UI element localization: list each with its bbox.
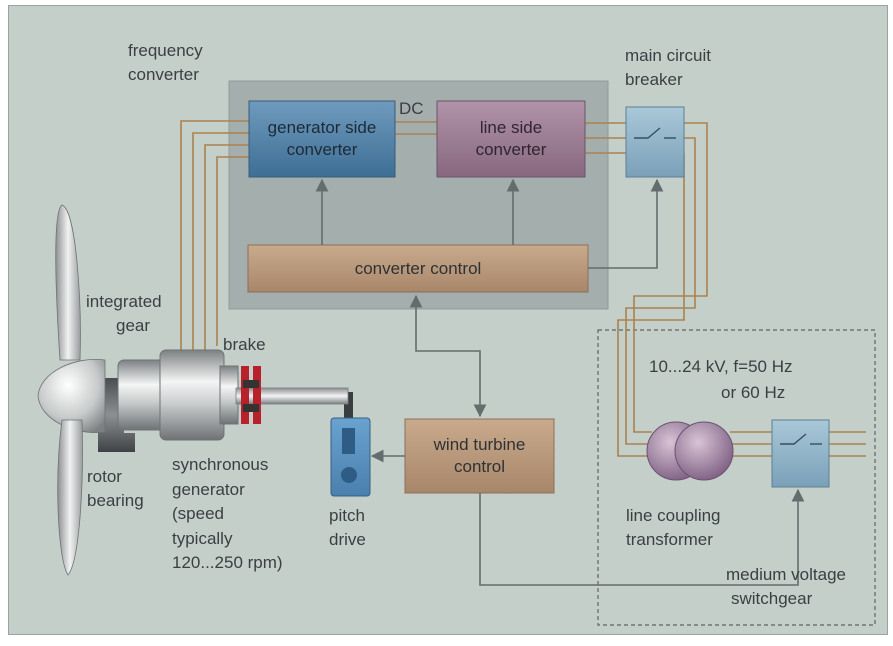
converter-control-box bbox=[247, 244, 589, 293]
converter-control-label: converter control bbox=[354, 258, 482, 278]
frequency-converter-line-2: converter bbox=[128, 65, 199, 84]
wind-turbine-control-box bbox=[404, 418, 555, 494]
wind-turbine-control-line-1: wind turbine bbox=[433, 435, 526, 454]
transformer-symbol bbox=[646, 421, 734, 481]
synchronous-generator-line-5: 120...250 rpm) bbox=[172, 553, 283, 572]
wind-turbine-control-label: wind turbine control bbox=[405, 419, 554, 493]
power-wires-left bbox=[180, 120, 249, 378]
medium-voltage-switchgear-line-1: medium voltage bbox=[726, 565, 847, 584]
synchronous-generator-label: synchronous generator (speed typically 1… bbox=[172, 453, 283, 576]
medium-voltage-switchgear-line-2: switchgear bbox=[731, 589, 813, 608]
power-wires-output bbox=[730, 431, 866, 457]
main-circuit-breaker-line-2: breaker bbox=[625, 70, 683, 89]
rotor-bearing-line-1: rotor bbox=[87, 467, 122, 486]
main-circuit-breaker-label: main circuit breaker bbox=[625, 44, 711, 92]
turbine-drivetrain bbox=[37, 204, 349, 576]
pitch-drive-label: pitch drive bbox=[329, 504, 366, 552]
rotor-bearing-label: rotor bearing bbox=[87, 465, 144, 513]
medium-voltage-switchgear-label: medium voltage switchgear bbox=[726, 563, 846, 611]
wind-turbine-control-line-2: control bbox=[453, 457, 506, 476]
main-circuit-breaker-line-1: main circuit bbox=[625, 46, 711, 65]
rotor-bearing-line-2: bearing bbox=[87, 491, 144, 510]
line-side-converter-label: line side converter bbox=[437, 101, 585, 177]
line-side-converter-box bbox=[436, 100, 586, 178]
generator-side-converter-label: generator side converter bbox=[249, 101, 395, 177]
integrated-gear-label: integrated gear bbox=[86, 290, 162, 338]
frequency-converter-label: frequency converter bbox=[128, 39, 203, 87]
generator-side-converter-box bbox=[248, 100, 396, 178]
integrated-gear-line-2: gear bbox=[116, 316, 151, 335]
medium-voltage-switchgear-box bbox=[771, 419, 830, 488]
integrated-gear-line-1: integrated bbox=[86, 292, 162, 311]
switchgear-switch-symbol bbox=[780, 433, 822, 445]
breaker-switch-symbol bbox=[634, 127, 676, 139]
synchronous-generator-line-2: generator bbox=[172, 479, 245, 499]
synchronous-generator-line-4: typically bbox=[172, 528, 233, 548]
voltage-label: 10...24 kV, f=50 Hz or 60 Hz bbox=[649, 354, 793, 406]
line-side-converter-line-1: line side bbox=[479, 118, 543, 137]
synchronous-generator-line-3: (speed bbox=[172, 504, 224, 523]
medium-voltage-enclosure bbox=[597, 329, 876, 626]
line-coupling-transformer-line-1: line coupling bbox=[626, 506, 721, 525]
pitch-drive-line-2: drive bbox=[329, 530, 366, 549]
main-circuit-breaker-box bbox=[625, 106, 685, 178]
line-side-converter-line-2: converter bbox=[475, 140, 547, 159]
voltage-line-1: 10...24 kV, f=50 Hz bbox=[649, 357, 793, 376]
line-coupling-transformer-line-2: transformer bbox=[626, 530, 713, 549]
generator-side-converter-line-2: converter bbox=[286, 140, 358, 159]
dc-link-wires bbox=[395, 121, 437, 135]
power-wires-right bbox=[617, 122, 708, 457]
voltage-line-2: or 60 Hz bbox=[721, 383, 786, 402]
line-coupling-transformer-label: line coupling transformer bbox=[626, 504, 721, 552]
power-wires-breaker bbox=[585, 122, 626, 154]
signal-arrows bbox=[315, 178, 805, 586]
dc-label: DC bbox=[399, 99, 424, 118]
generator-side-converter-line-1: generator side bbox=[267, 118, 377, 137]
synchronous-generator-line-1: synchronous bbox=[172, 455, 269, 474]
pitch-drive-unit bbox=[287, 392, 371, 497]
frequency-converter-line-1: frequency bbox=[128, 41, 203, 60]
pitch-drive-line-1: pitch bbox=[329, 506, 365, 525]
brake-label: brake bbox=[223, 335, 266, 354]
